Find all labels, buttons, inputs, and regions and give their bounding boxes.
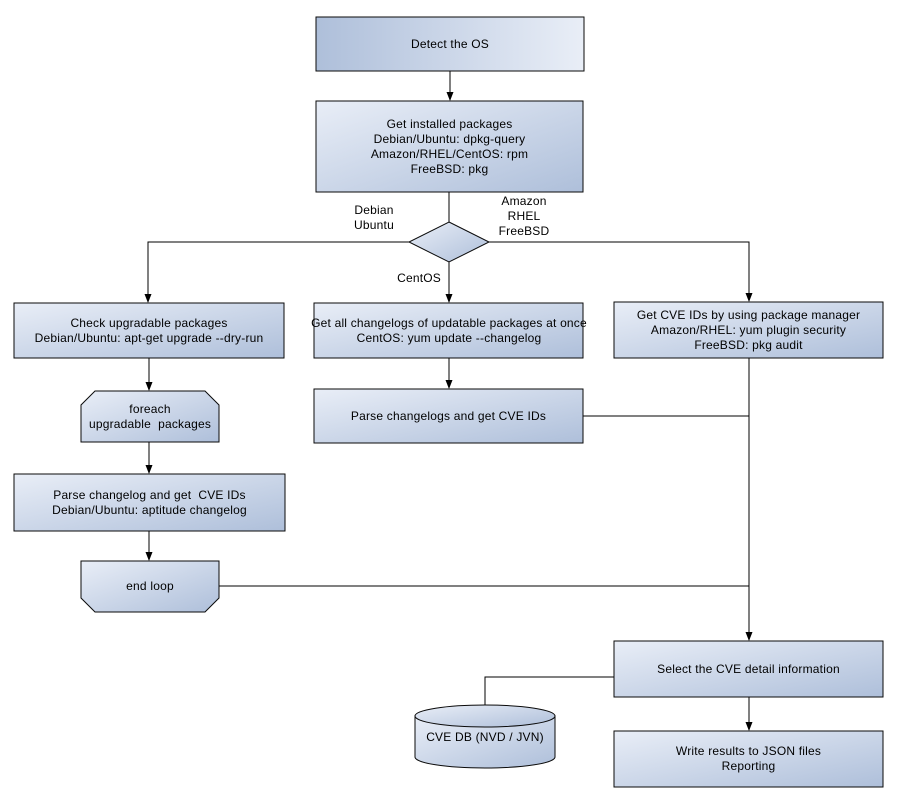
node-parse-changelog-left-shape bbox=[13, 473, 286, 532]
text-line: Write results to JSON files bbox=[675, 744, 822, 758]
node-get-cve-ids-pkg-mgr-label: Get CVE IDs by using package manager Ama… bbox=[614, 302, 883, 358]
text-line: end loop bbox=[126, 579, 174, 593]
edge-decision-to-check-upgradable bbox=[144, 241, 409, 303]
node-detect-os-label: Detect the OS bbox=[316, 17, 584, 71]
text-line: Amazon bbox=[501, 194, 547, 208]
node-check-upgradable-label: Check upgradable packages Debian/Ubuntu:… bbox=[14, 303, 284, 358]
text-line: Parse changelog and get CVE IDs bbox=[53, 487, 246, 502]
text-line: Select the CVE detail information bbox=[657, 661, 840, 676]
text-line: Debian/Ubuntu: aptitude changelog bbox=[52, 502, 247, 517]
text-line: CentOS: yum update --changelog bbox=[356, 330, 542, 345]
node-end-loop-shape bbox=[80, 560, 220, 613]
node-end-loop-label: end loop bbox=[81, 561, 219, 612]
text-line: FreeBSD: pkg bbox=[410, 161, 489, 176]
edge-label-debian-ubuntu: Debian Ubuntu bbox=[336, 203, 412, 233]
edge-decision-to-get-cve-ids bbox=[489, 241, 753, 302]
text-line: CentOS bbox=[397, 271, 441, 285]
edge-label-centos: CentOS bbox=[381, 271, 441, 286]
node-select-cve-detail-label: Select the CVE detail information bbox=[614, 641, 883, 697]
text-line: Amazon/RHEL: yum plugin security bbox=[650, 322, 847, 337]
text-line: Debian bbox=[354, 203, 394, 217]
text-line: Amazon/RHEL/CentOS: rpm bbox=[370, 146, 529, 161]
text-line: Debian/Ubuntu: dpkg-query bbox=[373, 131, 526, 146]
node-foreach-loop-label: foreach upgradable packages bbox=[81, 391, 219, 442]
node-detect-os-shape bbox=[315, 16, 585, 72]
node-parse-changelog-left-label: Parse changelog and get CVE IDs Debian/U… bbox=[14, 474, 285, 531]
cve-db-cylinder-body bbox=[414, 715, 556, 769]
node-check-upgradable-shape bbox=[13, 302, 285, 359]
cve-db-cylinder-top bbox=[414, 704, 556, 728]
node-parse-changelogs-mid-label: Parse changelogs and get CVE IDs bbox=[314, 389, 583, 443]
cve-db-label: CVE DB (NVD / JVN) bbox=[415, 707, 555, 767]
text-line: Get installed packages bbox=[386, 116, 513, 131]
text-line: Detect the OS bbox=[411, 36, 489, 51]
node-write-results-shape bbox=[613, 730, 884, 788]
edge-cvedb-to-select bbox=[484, 676, 614, 705]
text-line: RHEL bbox=[507, 209, 541, 223]
node-get-all-changelogs-label: Get all changelogs of updatable packages… bbox=[304, 303, 594, 358]
node-get-cve-ids-pkg-mgr-shape bbox=[613, 301, 884, 359]
text-line: FreeBSD: pkg audit bbox=[694, 337, 803, 352]
text-line: Ubuntu bbox=[354, 218, 394, 232]
node-get-installed-packages-label: Get installed packages Debian/Ubuntu: dp… bbox=[316, 101, 583, 192]
node-write-results-label: Write results to JSON files Reporting bbox=[614, 731, 883, 787]
text-line: Check upgradable packages bbox=[70, 315, 228, 330]
text-line: Reporting bbox=[721, 759, 776, 773]
text-line: FreeBSD bbox=[498, 224, 550, 238]
text-line: upgradable packages bbox=[88, 416, 212, 431]
edge-label-amazon-rhel-freebsd: Amazon RHEL FreeBSD bbox=[484, 194, 564, 239]
node-get-all-changelogs-shape bbox=[313, 302, 584, 359]
text-line: Get CVE IDs by using package manager bbox=[636, 307, 861, 322]
node-get-installed-packages-shape bbox=[315, 100, 584, 193]
node-os-decision-diamond bbox=[407, 221, 491, 263]
text-line: Get all changelogs of updatable packages… bbox=[311, 315, 587, 330]
text-line: CVE DB (NVD / JVN) bbox=[426, 729, 544, 744]
node-select-cve-detail-shape bbox=[613, 640, 884, 698]
text-line: Parse changelogs and get CVE IDs bbox=[350, 408, 547, 423]
node-parse-changelogs-mid-shape bbox=[313, 388, 584, 444]
text-line: Debian/Ubuntu: apt-get upgrade --dry-run bbox=[34, 330, 264, 345]
text-line: foreach bbox=[129, 401, 171, 416]
node-foreach-loop-shape bbox=[80, 390, 220, 443]
